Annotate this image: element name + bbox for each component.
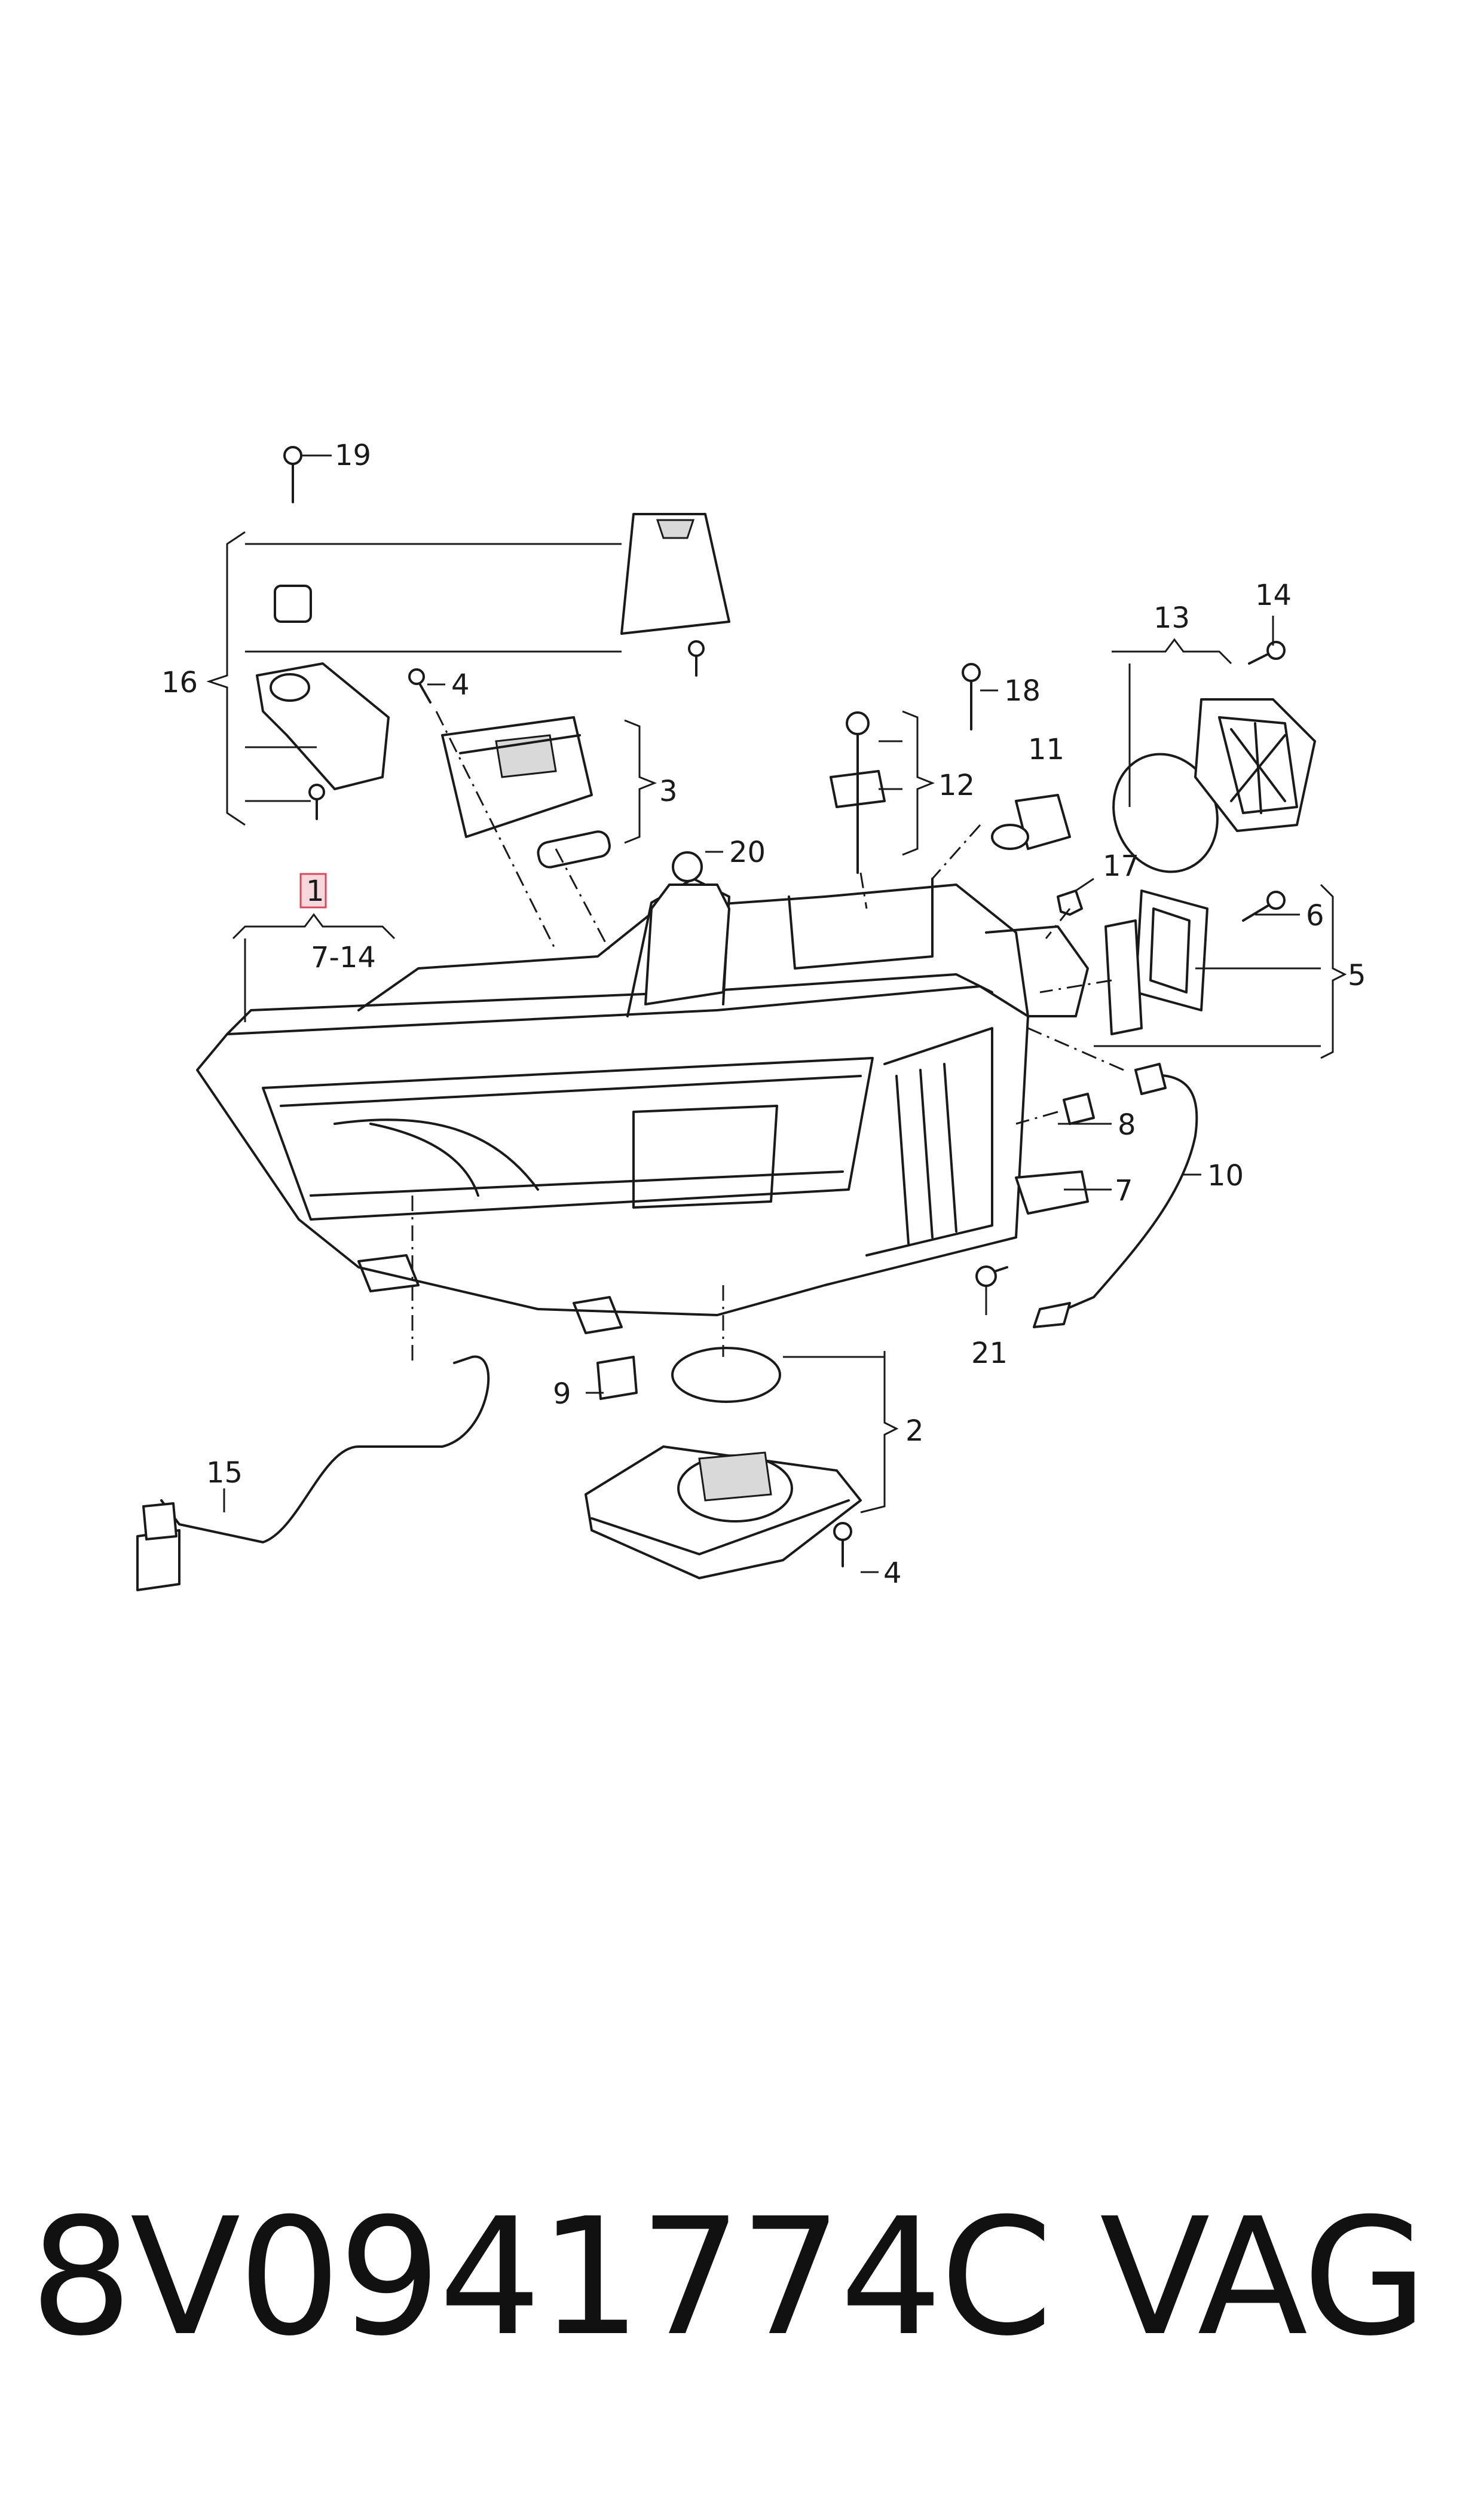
label-18: 18	[1004, 674, 1041, 708]
label-9: 9	[553, 1377, 571, 1411]
label-4a: 4	[451, 668, 470, 702]
mounting-bracket	[256, 513, 730, 790]
label-12: 12	[938, 769, 975, 802]
label-2: 2	[905, 1414, 924, 1448]
label-4b: 4	[883, 1557, 902, 1590]
label-7: 7	[1115, 1174, 1133, 1207]
label-20: 20	[729, 836, 766, 869]
cover-cap	[1104, 889, 1208, 1035]
label-21: 21	[971, 1337, 1008, 1370]
callout-labels: 1 2 3 4 4 5 6 7 7-14 8 9 10 11 12 13 14 …	[161, 439, 1366, 1590]
leader-lines	[411, 711, 1124, 1363]
top-bracket	[644, 851, 730, 1005]
label-16: 16	[161, 666, 198, 699]
label-17: 17	[1103, 849, 1139, 883]
ballast-unit	[585, 1347, 862, 1579]
headlight-housing	[196, 878, 1089, 1334]
grouping-brackets	[206, 531, 1347, 1514]
label-11: 11	[1028, 733, 1064, 766]
label-6: 6	[1306, 899, 1324, 933]
control-module	[441, 716, 611, 869]
callout-lines	[223, 454, 1300, 1573]
label-19: 19	[335, 439, 371, 472]
headlight-exploded-diagram: 1 2 3 4 4 5 6 7 7-14 8 9 10 11 12 13 14 …	[136, 439, 1366, 1591]
label-3: 3	[659, 775, 678, 808]
fasteners	[283, 446, 1286, 1567]
adjuster-motor	[830, 711, 1071, 874]
rear-cover	[1112, 698, 1316, 873]
brand-label: VAG	[1100, 2183, 1428, 2371]
label-13: 13	[1153, 601, 1190, 635]
item-1-highlight	[299, 873, 327, 909]
label-10: 10	[1207, 1159, 1244, 1193]
label-1: 1	[306, 875, 325, 908]
cables	[136, 1063, 1198, 1591]
label-5: 5	[1348, 959, 1366, 992]
part-number: 8V0941774C	[30, 2183, 1052, 2371]
label-15: 15	[206, 1456, 243, 1490]
label-7-14: 7-14	[311, 941, 376, 974]
label-14: 14	[1255, 579, 1292, 612]
footer: 8V0941774C VAG	[30, 2182, 1464, 2373]
label-8: 8	[1118, 1108, 1136, 1142]
